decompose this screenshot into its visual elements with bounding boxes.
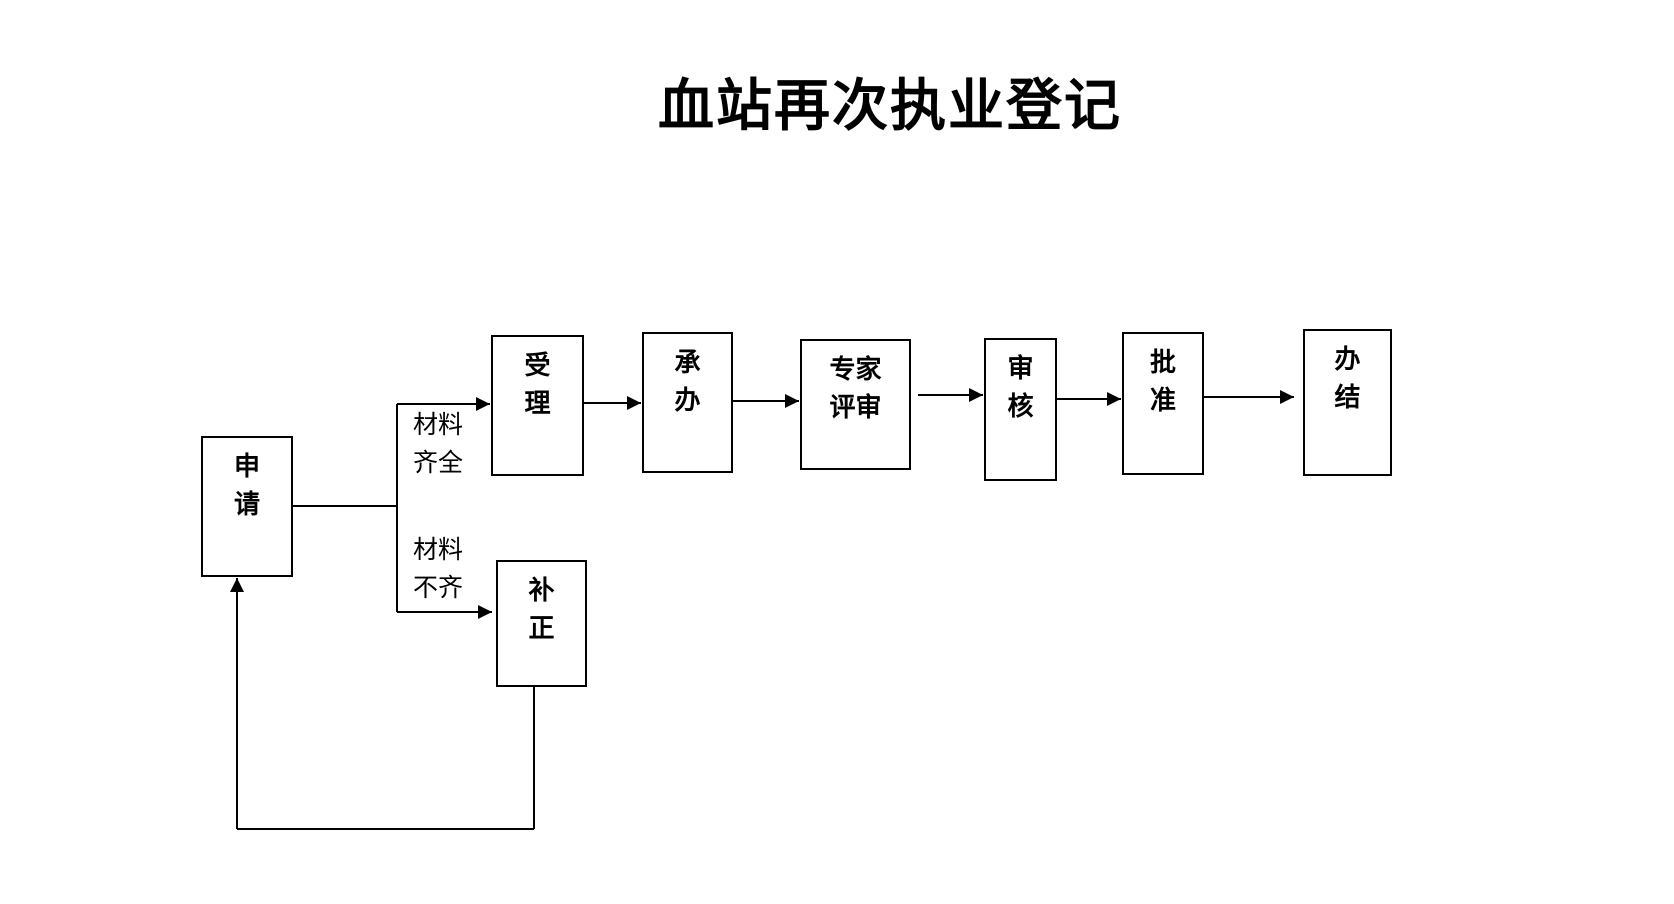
node-review-line2: 核	[1007, 392, 1034, 422]
node-apply-line1: 申	[233, 452, 260, 482]
node-complete: 办 结	[1303, 329, 1392, 476]
node-expert-line2: 评审	[829, 393, 882, 423]
node-expert-review: 专家 评审	[800, 339, 911, 470]
node-accept-line1: 受	[524, 351, 551, 381]
node-handle-line2: 办	[674, 386, 701, 416]
condition-incomplete-line1: 材料	[413, 535, 464, 564]
node-review: 审 核	[984, 338, 1057, 481]
diagram-title: 血站再次执业登记	[658, 73, 1122, 139]
condition-complete-line1: 材料	[413, 410, 464, 439]
node-handle: 承 办	[642, 332, 733, 473]
node-accept: 受 理	[491, 335, 584, 476]
node-approve: 批 准	[1122, 332, 1204, 475]
node-expert-line1: 专家	[829, 355, 882, 385]
condition-complete-line2: 齐全	[413, 448, 464, 477]
node-correct-line2: 正	[528, 614, 555, 644]
condition-complete-materials: 材料 齐全	[413, 406, 463, 482]
node-handle-line1: 承	[674, 348, 701, 378]
node-correct-line1: 补	[528, 576, 555, 606]
node-approve-line2: 准	[1149, 386, 1176, 416]
condition-incomplete-line2: 不齐	[413, 573, 464, 602]
node-apply: 申 请	[201, 436, 293, 577]
condition-incomplete-materials: 材料 不齐	[413, 531, 463, 607]
node-apply-line2: 请	[233, 490, 260, 520]
node-accept-line2: 理	[524, 389, 551, 419]
node-complete-line2: 结	[1334, 383, 1361, 413]
node-approve-line1: 批	[1149, 348, 1176, 378]
node-review-line1: 审	[1007, 354, 1034, 384]
node-correct: 补 正	[496, 560, 587, 687]
node-complete-line1: 办	[1334, 345, 1361, 375]
